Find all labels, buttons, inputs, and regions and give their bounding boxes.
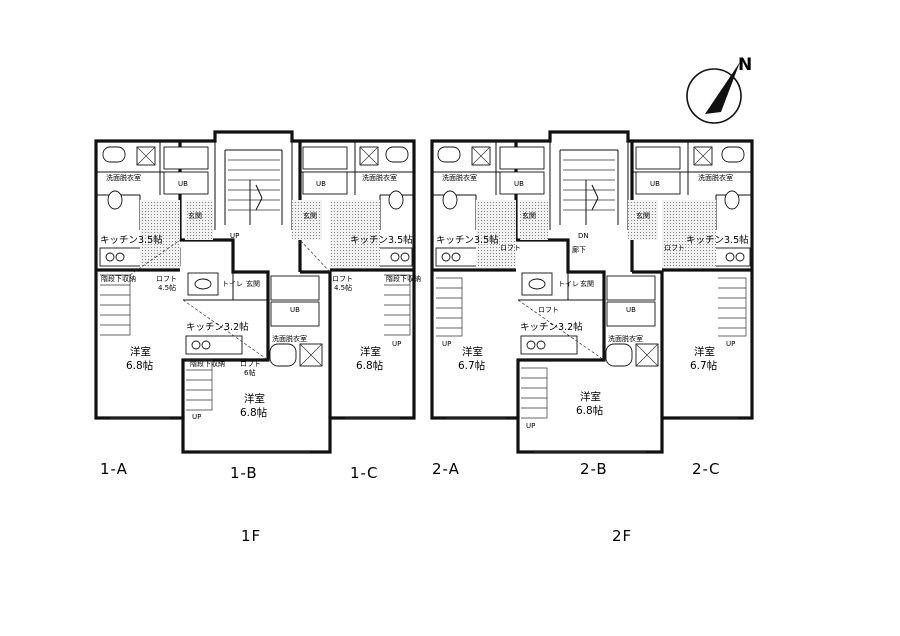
loft-size: 4.5帖 [334, 283, 352, 292]
room-label: 階段下収納 [190, 359, 225, 368]
floor-labels: 1F 2F [241, 527, 632, 545]
room-label: 洋室 [360, 345, 381, 358]
room-label: UB [290, 306, 300, 314]
stair-up-label: UP [392, 340, 401, 348]
room-label: 洋室 [694, 345, 715, 358]
room-size: 6.7帖 [458, 359, 486, 372]
unit-label-1-b: 1-B [230, 464, 258, 482]
loft-label: ロフト [500, 244, 521, 252]
floor-2f-plan [430, 130, 754, 454]
room-label: 玄関 [522, 211, 536, 220]
room-label: 玄関 [303, 211, 317, 220]
room-label: 洗面脱衣室 [272, 334, 307, 343]
room-size: 6.8帖 [240, 406, 268, 419]
room-label: キッチン3.5帖 [100, 234, 163, 246]
stair-down-label: DN [578, 232, 589, 240]
room-label: キッチン3.2帖 [186, 321, 249, 333]
room-label: 洗面脱衣室 [442, 173, 477, 182]
room-label: トイレ [222, 280, 243, 288]
loft-label: ロフト [538, 306, 559, 314]
room-size: 6.8帖 [126, 359, 154, 372]
floor-label-2f: 2F [612, 527, 632, 545]
room-label: 洋室 [462, 345, 483, 358]
room-label: キッチン3.5帖 [686, 234, 749, 246]
unit-label-1-c: 1-C [350, 464, 378, 482]
floor-2f-labels: 洗面脱衣室 UB 玄関 キッチン3.5帖 ロフト UP 洋室 6.7帖 DN 廊… [436, 173, 749, 430]
unit-label-2-c: 2-C [692, 460, 720, 478]
room-label: トイレ [558, 280, 579, 288]
room-label: UB [178, 180, 188, 188]
stair-up-label: UP [192, 413, 201, 421]
room-label: 洗面脱衣室 [362, 173, 397, 182]
unit-labels: 1-A 1-B 1-C 2-A 2-B 2-C [100, 460, 720, 482]
loft-label: ロフト [332, 275, 353, 283]
stair-up-label: UP [230, 232, 239, 240]
room-label: 洗面脱衣室 [698, 173, 733, 182]
room-label: キッチン3.5帖 [436, 234, 499, 246]
loft-size: 6帖 [244, 368, 255, 377]
loft-label: ロフト [664, 244, 685, 252]
room-label: UB [626, 306, 636, 314]
unit-label-2-a: 2-A [432, 460, 460, 478]
room-label: 階段下収納 [386, 274, 421, 283]
loft-label: ロフト [240, 360, 261, 368]
stair-up-label: UP [726, 340, 735, 348]
room-label: 廊下 [572, 245, 586, 254]
room-label: 洗面脱衣室 [106, 173, 141, 182]
room-label: UB [650, 180, 660, 188]
floor-1f-labels: 洗面脱衣室 UB キッチン3.5帖 階段下収納 洋室 6.8帖 ロフト 4.5帖… [100, 173, 421, 421]
north-arrow-icon: N [686, 55, 752, 124]
room-label: キッチン3.5帖 [350, 234, 413, 246]
floor-label-1f: 1F [241, 527, 261, 545]
floor-1f-plan [94, 130, 416, 454]
room-label: 玄関 [246, 279, 260, 288]
loft-size: 4.5帖 [158, 283, 176, 292]
room-size: 6.8帖 [576, 404, 604, 417]
room-label: 階段下収納 [101, 274, 136, 283]
room-label: UB [514, 180, 524, 188]
room-size: 6.7帖 [690, 359, 718, 372]
room-label: 洗面脱衣室 [608, 334, 643, 343]
room-label: 玄関 [188, 211, 202, 220]
room-label: 玄関 [636, 211, 650, 220]
room-label: 洋室 [580, 390, 601, 403]
unit-label-1-a: 1-A [100, 460, 128, 478]
unit-label-2-b: 2-B [580, 460, 608, 478]
stair-up-label: UP [526, 422, 535, 430]
room-label: 玄関 [580, 279, 594, 288]
room-label: キッチン3.2帖 [520, 321, 583, 333]
room-label: 洋室 [244, 392, 265, 405]
room-label: 洋室 [130, 345, 151, 358]
room-label: UB [316, 180, 326, 188]
north-label: N [738, 55, 752, 75]
room-size: 6.8帖 [356, 359, 384, 372]
stair-up-label: UP [442, 340, 451, 348]
loft-label: ロフト [156, 275, 177, 283]
